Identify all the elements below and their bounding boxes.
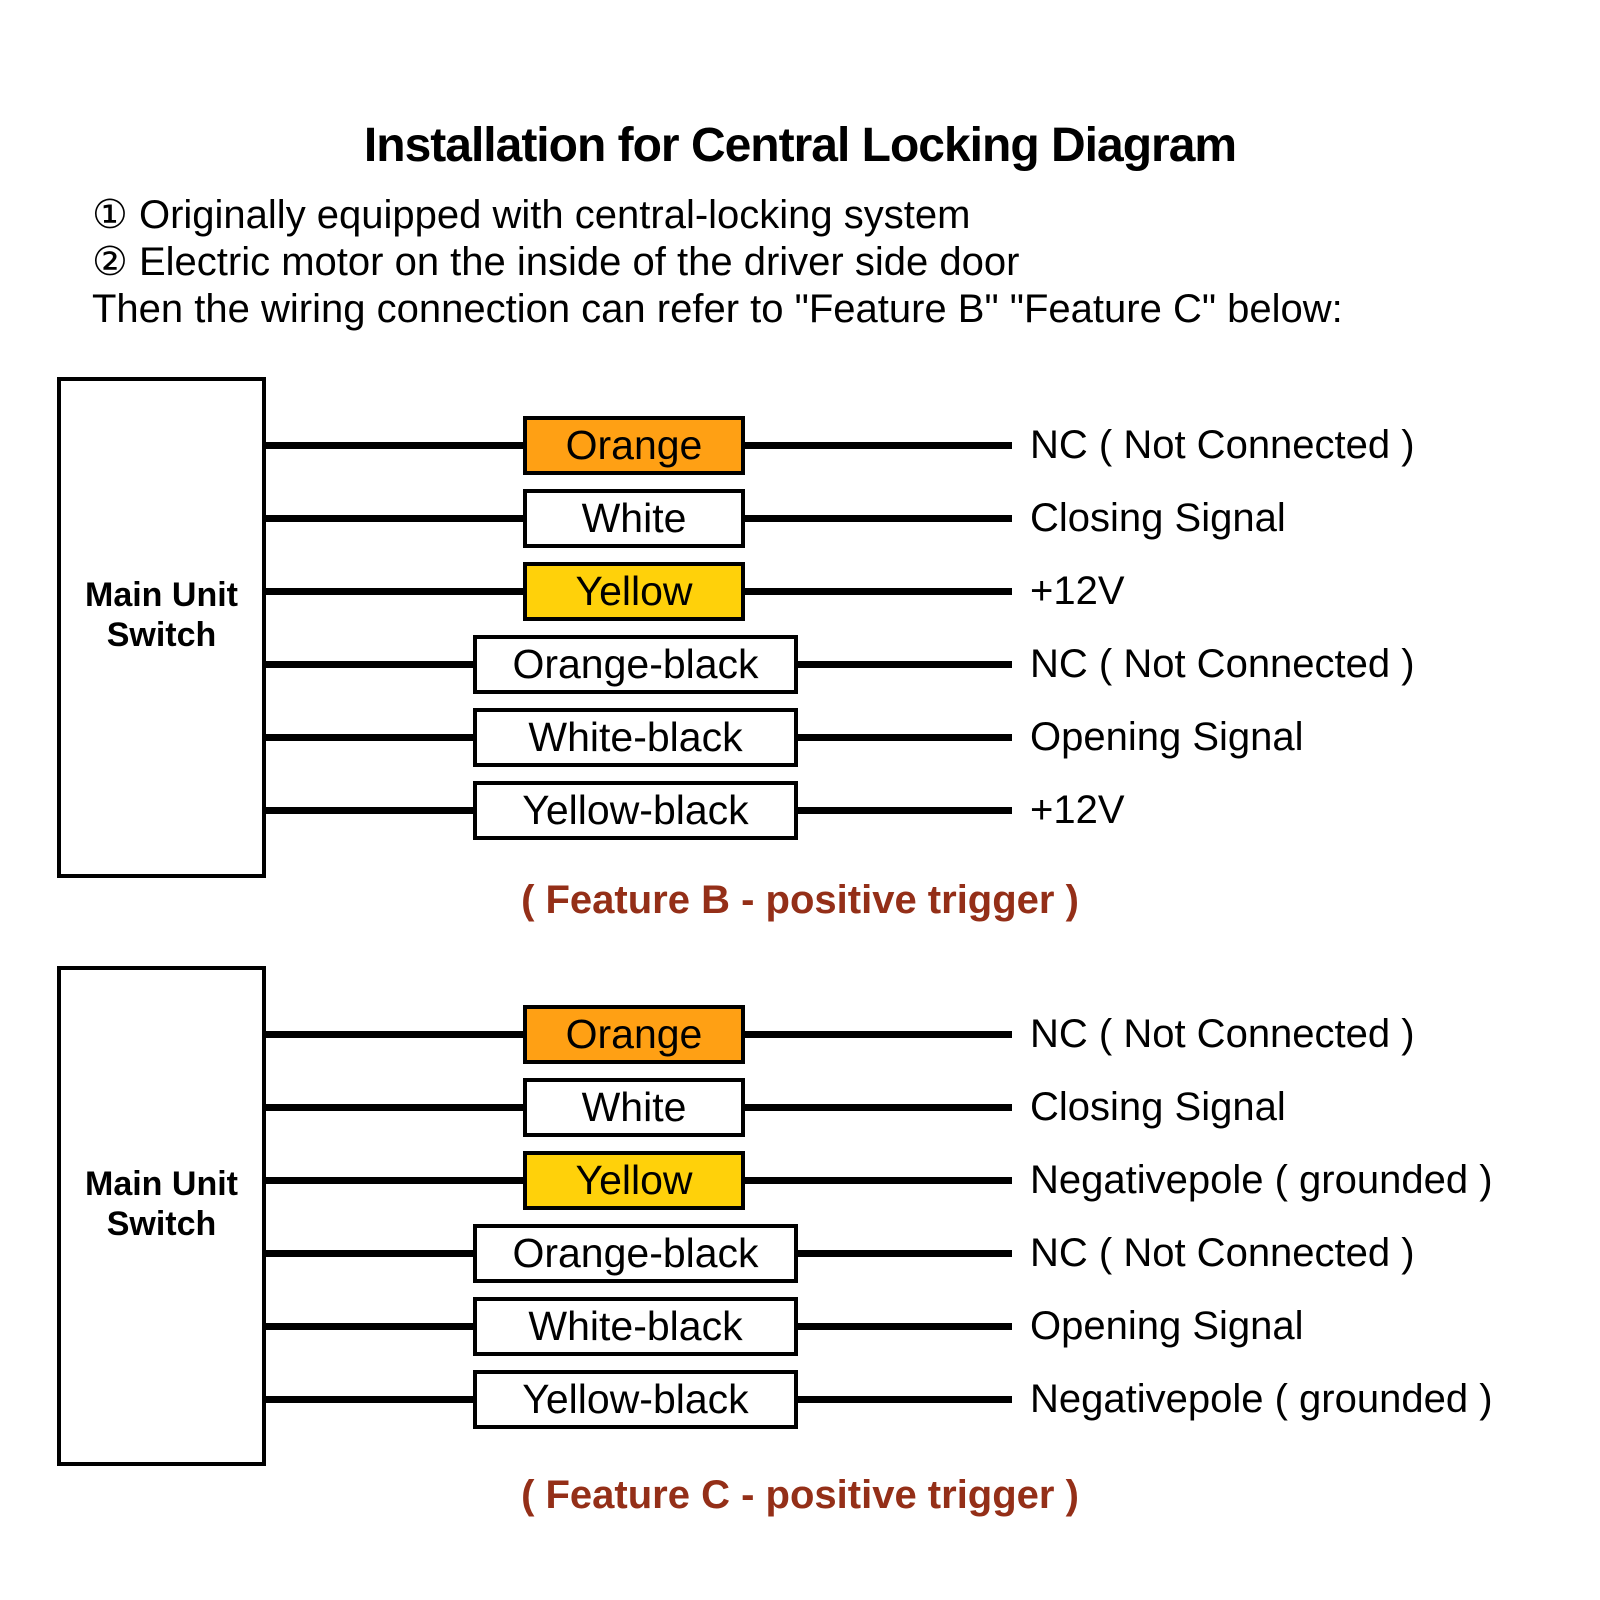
wire-segment	[745, 1031, 1012, 1038]
wire-segment	[745, 442, 1012, 449]
wire-segment	[798, 734, 1012, 741]
main-unit-switch-box	[57, 377, 266, 878]
signal-label: NC ( Not Connected )	[1030, 642, 1415, 686]
wire-segment	[266, 442, 523, 449]
wire-segment	[798, 1250, 1012, 1257]
page-title: Installation for Central Locking Diagram	[363, 119, 1237, 172]
note-line-3: Then the wiring connection can refer to …	[92, 287, 1343, 331]
main-unit-switch-box	[57, 966, 266, 1466]
feature-b-caption: ( Feature B - positive trigger )	[521, 878, 1079, 922]
signal-label: Closing Signal	[1030, 1085, 1286, 1129]
wire-color-box: Orange-black	[473, 635, 798, 694]
wire-segment	[266, 1177, 523, 1184]
wire-color-box: White	[523, 489, 745, 548]
wire-segment	[266, 807, 473, 814]
main-unit-switch-label: Main Unit Switch	[85, 1165, 238, 1244]
wire-segment	[266, 515, 523, 522]
signal-label: Negativepole ( grounded )	[1030, 1158, 1493, 1202]
instruction-notes: ① Originally equipped with central-locki…	[92, 192, 1343, 333]
wire-segment	[266, 661, 473, 668]
main-unit-switch-label: Main Unit Switch	[85, 576, 238, 655]
wire-row-orange: Orange NC ( Not Connected )	[57, 1005, 1500, 1064]
wire-row-white-black: White-black Opening Signal	[57, 1297, 1500, 1356]
wire-color-box: White	[523, 1078, 745, 1137]
wire-segment	[798, 807, 1012, 814]
wire-row-yellow-black: Yellow-black Negativepole ( grounded )	[57, 1370, 1500, 1429]
wire-color-box: Orange-black	[473, 1224, 798, 1283]
wire-row-white: White Closing Signal	[57, 489, 1500, 548]
wire-row-orange-black: Orange-black NC ( Not Connected )	[57, 635, 1500, 694]
wire-color-box: Yellow-black	[473, 781, 798, 840]
wire-segment	[745, 588, 1012, 595]
wire-segment	[798, 661, 1012, 668]
feature-b-diagram: Main Unit Switch Orange NC ( Not Connect…	[57, 377, 1500, 878]
wire-color-box: Yellow-black	[473, 1370, 798, 1429]
wire-segment	[745, 1104, 1012, 1111]
wire-row-orange-black: Orange-black NC ( Not Connected )	[57, 1224, 1500, 1283]
wire-segment	[266, 1323, 473, 1330]
signal-label: +12V	[1030, 569, 1125, 613]
signal-label: Opening Signal	[1030, 715, 1304, 759]
signal-label: Opening Signal	[1030, 1304, 1304, 1348]
signal-label: NC ( Not Connected )	[1030, 1012, 1415, 1056]
wire-color-box: Yellow	[523, 562, 745, 621]
wire-color-box: White-black	[473, 708, 798, 767]
wire-segment	[266, 588, 523, 595]
wire-segment	[266, 1396, 473, 1403]
wire-segment	[745, 515, 1012, 522]
wire-row-yellow-black: Yellow-black +12V	[57, 781, 1500, 840]
wire-segment	[798, 1323, 1012, 1330]
wire-segment	[266, 1104, 523, 1111]
feature-c-caption: ( Feature C - positive trigger )	[521, 1473, 1079, 1517]
wire-row-yellow: Yellow Negativepole ( grounded )	[57, 1151, 1500, 1210]
wire-segment	[745, 1177, 1012, 1184]
signal-label: +12V	[1030, 788, 1125, 832]
signal-label: Closing Signal	[1030, 496, 1286, 540]
wire-segment	[266, 734, 473, 741]
feature-c-diagram: Main Unit Switch Orange NC ( Not Connect…	[57, 966, 1500, 1466]
wire-row-yellow: Yellow +12V	[57, 562, 1500, 621]
wire-row-orange: Orange NC ( Not Connected )	[57, 416, 1500, 475]
note-line-2: ② Electric motor on the inside of the dr…	[92, 240, 1020, 284]
wire-row-white-black: White-black Opening Signal	[57, 708, 1500, 767]
wire-row-white: White Closing Signal	[57, 1078, 1500, 1137]
wire-color-box: Orange	[523, 1005, 745, 1064]
signal-label: NC ( Not Connected )	[1030, 423, 1415, 467]
wire-color-box: Yellow	[523, 1151, 745, 1210]
signal-label: Negativepole ( grounded )	[1030, 1377, 1493, 1421]
note-line-1: ① Originally equipped with central-locki…	[92, 193, 971, 237]
wire-color-box: Orange	[523, 416, 745, 475]
wire-segment	[798, 1396, 1012, 1403]
signal-label: NC ( Not Connected )	[1030, 1231, 1415, 1275]
wire-color-box: White-black	[473, 1297, 798, 1356]
wire-segment	[266, 1250, 473, 1257]
wire-segment	[266, 1031, 523, 1038]
